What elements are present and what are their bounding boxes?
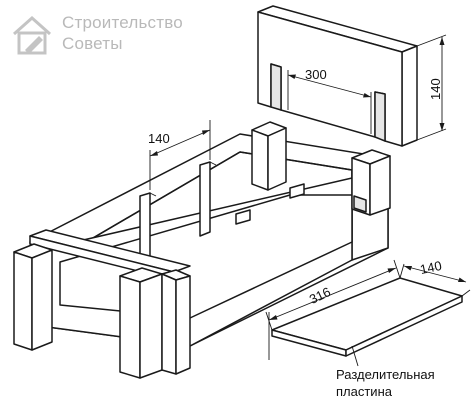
- dimension-300: [287, 74, 372, 98]
- caption-line1: Разделительная: [336, 367, 435, 382]
- watermark-line1: Строительство: [62, 13, 183, 32]
- end-panel: [257, 5, 418, 147]
- dimension-140-top: [149, 120, 211, 190]
- dimension-140-plate: [399, 263, 471, 297]
- dimension-316: [265, 259, 401, 360]
- caption-line2: пластина: [336, 384, 392, 399]
- label-140-top: 140: [148, 131, 170, 146]
- caption-leader: [351, 345, 359, 367]
- formwork-box: [13, 121, 391, 379]
- label-140-side: 140: [428, 78, 443, 100]
- house-pencil-logo-icon: [13, 15, 51, 55]
- watermark-line2: Советы: [62, 34, 123, 53]
- label-300: 300: [305, 67, 327, 82]
- dimension-140-side: [416, 34, 447, 141]
